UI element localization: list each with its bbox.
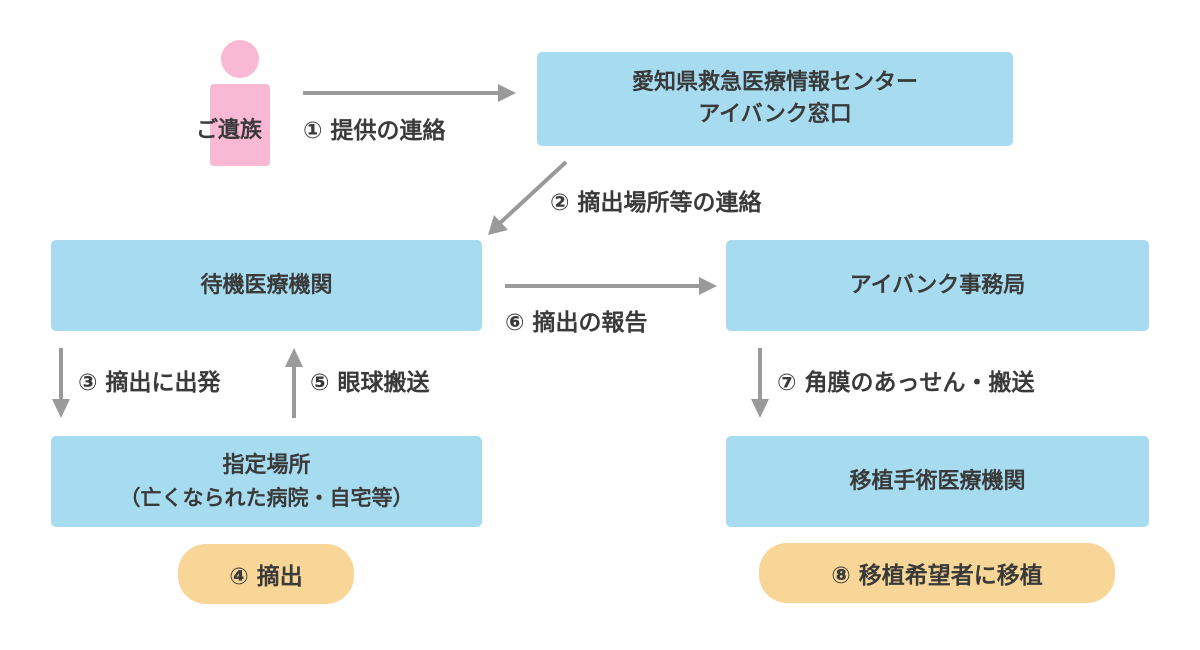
eyebank-office-box: アイバンク事務局: [726, 240, 1149, 331]
designated-place-note: （亡くなられた病院・自宅等）: [119, 485, 414, 510]
step-6-label: ⑥ 摘出の報告: [505, 310, 648, 336]
center-line1: 愛知県救急医療情報センター: [631, 70, 918, 95]
step-3-label: ③ 摘出に出発: [78, 370, 221, 396]
transplant-hospital-label: 移植手術医療機関: [849, 468, 1026, 494]
step-2-label: ② 摘出場所等の連絡: [550, 190, 762, 216]
center-line2: アイバンク窓口: [698, 102, 852, 127]
arrow-eyeball-transport: [285, 348, 303, 418]
step-5-label: ⑤ 眼球搬送: [310, 370, 430, 396]
family-label: ご遺族: [196, 118, 263, 143]
person-head: [221, 40, 259, 78]
step-7-label: ⑦ 角膜のあっせん・搬送: [777, 370, 1035, 396]
designated-place-box: 指定場所 （亡くなられた病院・自宅等）: [51, 436, 482, 527]
emergency-center-box: 愛知県救急医療情報センター アイバンク窓口: [537, 52, 1013, 146]
arrow-provide-contact: [303, 84, 516, 102]
standby-hospital-label: 待機医療機関: [200, 272, 333, 298]
person-body: [210, 84, 270, 166]
arrow-extraction-place-contact: [488, 160, 568, 235]
transplant-hospital-box: 移植手術医療機関: [726, 436, 1149, 527]
step-8-transplant-pill: ⑧ 移植希望者に移植: [759, 543, 1115, 603]
arrow-cornea-allocation: [751, 348, 769, 418]
standby-hospital-box: 待機医療機関: [51, 240, 482, 331]
step-4-extraction-pill: ④ 摘出: [178, 544, 354, 604]
designated-place-label: 指定場所: [222, 452, 311, 478]
step-1-label: ① 提供の連絡: [303, 118, 446, 144]
eyebank-office-label: アイバンク事務局: [849, 272, 1026, 298]
arrow-depart-for-extraction: [52, 348, 70, 418]
arrow-extraction-report: [505, 277, 717, 295]
